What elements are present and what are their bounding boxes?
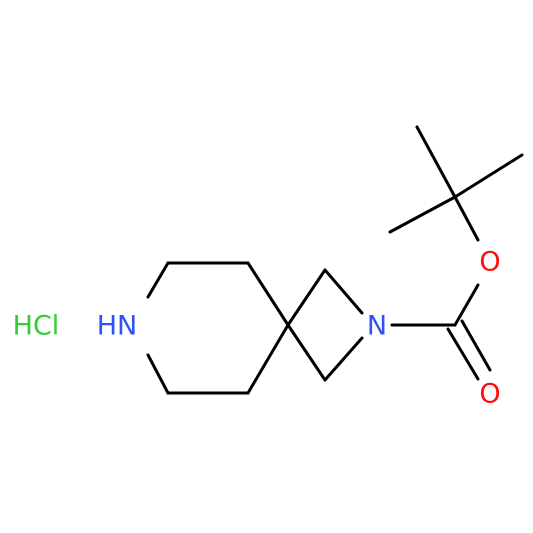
- bond-spiro-c6: [286, 323, 327, 382]
- bond-spiro-c3: [246, 323, 290, 395]
- bond-carbonyl-o-double-1: [446, 327, 480, 381]
- bond-c5-n: [323, 268, 364, 315]
- bond-c4-hn: [146, 353, 170, 395]
- hn-label: HN: [97, 311, 138, 342]
- bond-tertc-me2: [453, 153, 524, 199]
- bond-c6-n: [323, 336, 364, 382]
- atom-labels: HCl HN N O O: [13, 247, 501, 410]
- bonds: [146, 125, 524, 395]
- bond-carbonyl-o-double-2: [460, 319, 492, 372]
- bond-spiro-c5: [286, 268, 327, 327]
- azetidine-n-label: N: [367, 311, 387, 342]
- bond-tertc-me1: [415, 125, 457, 199]
- hcl-label: HCl: [13, 311, 60, 342]
- bond-hn-c1: [146, 261, 170, 299]
- bond-carbonyl-o-single: [453, 283, 480, 327]
- carbonyl-o-label: O: [479, 379, 500, 410]
- ester-o-label: O: [479, 247, 500, 278]
- bond-c2-spiro: [246, 261, 290, 327]
- bond-tertc-me3: [388, 195, 457, 234]
- bond-o-tertc: [453, 195, 480, 242]
